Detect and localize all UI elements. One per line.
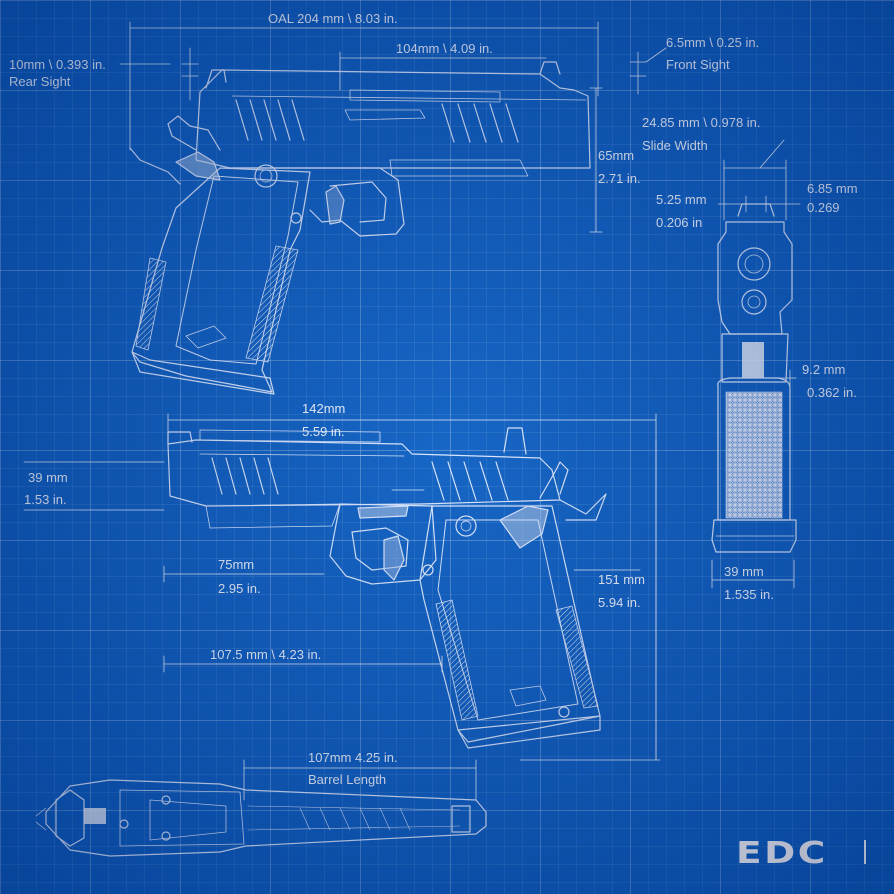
slide-length-in: 5.59 in.	[302, 424, 345, 439]
rear-sight-size: 10mm \ 0.393 in.	[9, 57, 106, 72]
height-mm: 65mm	[598, 148, 635, 163]
top-view	[35, 779, 487, 857]
height-in: 2.71 in.	[598, 171, 641, 186]
grip-in: 0.362 in.	[807, 385, 857, 400]
dimension-lines	[23, 21, 801, 801]
front-sight-label: Front Sight	[666, 57, 730, 72]
logo-divider	[864, 840, 866, 864]
slide-height-mm: 39 mm	[28, 470, 68, 485]
height-total-in: 5.94 in.	[598, 595, 641, 610]
rear-notch-mm: 5.25 mm	[656, 192, 707, 207]
height-total-mm: 151 mm	[598, 572, 645, 587]
width-mm: 39 mm	[724, 564, 764, 579]
side-view-left-facing	[129, 61, 591, 395]
front-sight-size: 6.5mm \ 0.25 in.	[666, 35, 760, 50]
slide-height-in: 1.53 in.	[24, 492, 67, 507]
rear-notch-in: 0.206 in	[656, 215, 703, 230]
width-in: 1.535 in.	[724, 587, 774, 602]
top-length-dimension: 104mm \ 4.09 in.	[396, 41, 493, 56]
grip-mm: 9.2 mm	[802, 362, 846, 377]
oal-dimension: OAL 204 mm \ 8.03 in.	[268, 11, 398, 26]
front-blade-mm: 6.85 mm	[807, 181, 858, 196]
frame-length-dimension: 107.5 mm \ 4.23 in.	[210, 647, 322, 662]
barrel-length-label: Barrel Length	[308, 772, 387, 787]
barrel-length-size: 107mm 4.25 in.	[308, 750, 398, 765]
rear-view	[711, 203, 797, 553]
rear-sight-label: Rear Sight	[9, 74, 71, 89]
edc-logo: EDC	[736, 836, 828, 871]
slide-width-size: 24.85 mm \ 0.978 in.	[642, 115, 761, 130]
slide-width-label: Slide Width	[642, 138, 708, 153]
side-view-right-facing	[167, 427, 607, 749]
slide-length-mm: 142mm	[302, 401, 346, 416]
front-blade-in: 0.269	[807, 200, 840, 215]
trigger-reach-in: 2.95 in.	[218, 581, 261, 596]
trigger-reach-mm: 75mm	[218, 557, 255, 572]
